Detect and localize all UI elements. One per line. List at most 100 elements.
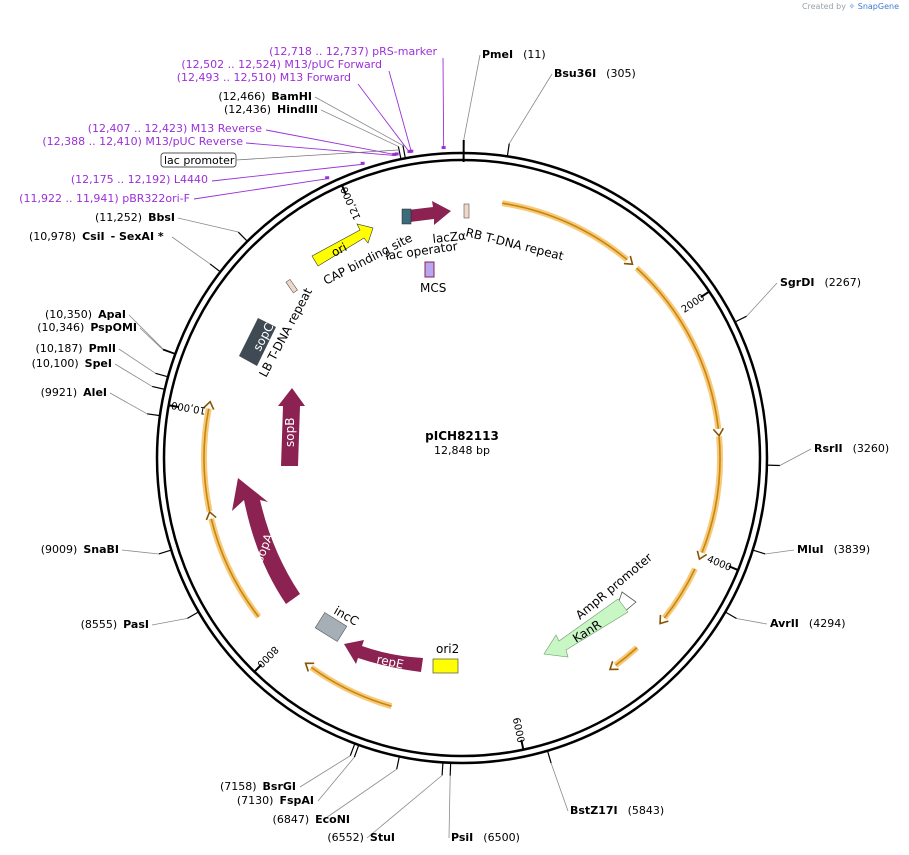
orf-arrowhead <box>623 255 634 266</box>
primer-leader <box>442 57 445 149</box>
feature-sopb-label: sopB <box>283 418 297 447</box>
scale-tick <box>253 663 263 673</box>
enzyme-label-bamhi: (12,466)BamHI <box>218 90 312 103</box>
primer-leader <box>357 83 411 153</box>
feature-repe-label: repE <box>375 652 405 671</box>
orf-arc <box>203 408 211 512</box>
primer-site-mark <box>325 176 330 180</box>
enzyme-label-csii: (10,978)CsiI- SexAI * <box>29 230 164 243</box>
scale-tick-label: 10,000 <box>170 399 206 416</box>
scale-tick-label: 2000 <box>680 292 707 315</box>
orf-arc-glow <box>309 664 393 710</box>
scale-tick-label: 4000 <box>705 554 733 574</box>
enzyme-leader <box>128 314 164 350</box>
orf-arc <box>502 202 628 261</box>
enzyme-cut-mark <box>158 549 172 555</box>
primer-label-m13-puc-reverse: (12,388 .. 12,410) M13/pUC Reverse <box>42 135 243 148</box>
primer-label-m13-puc-forward: (12,502 .. 12,524) M13/pUC Forward <box>181 58 382 71</box>
primer-label-m13-forward: (12,493 .. 12,510) M13 Forward <box>177 71 351 84</box>
enzyme-leader <box>508 73 553 144</box>
enzyme-leader <box>320 109 399 147</box>
enzyme-leader <box>463 54 481 141</box>
enzyme-label-apai: (10,350)ApaI <box>45 308 126 321</box>
primer-leader <box>193 178 328 200</box>
primer-site-mark <box>407 149 412 153</box>
feature-sopa-arrow <box>232 478 300 604</box>
enzyme-label-mlui: MluI(3839) <box>797 543 870 556</box>
orf-arrowhead <box>659 614 669 625</box>
enzyme-leader <box>322 768 397 821</box>
enzyme-leader <box>151 617 188 626</box>
feature-repe-arrow <box>344 640 423 672</box>
enzyme-label-snabi: (9009)SnaBI <box>41 543 119 556</box>
orf-arc-glow <box>662 567 698 620</box>
enzyme-label-avrii: AvrII(4294) <box>770 617 845 630</box>
orf-arc <box>310 666 392 707</box>
orf-arrowhead <box>608 661 619 671</box>
enzyme-label-bstz17i: BstZ17I(5843) <box>570 804 664 817</box>
orf-arrowhead <box>712 427 725 438</box>
enzyme-cut-mark <box>349 743 356 756</box>
credit-prefix: Created by <box>801 2 846 11</box>
enzyme-label-alei: (9921)AleI <box>41 386 107 399</box>
plasmid-size: 12,848 bp <box>434 444 490 457</box>
feature-kanr-arrow <box>543 598 629 658</box>
primer-site-mark <box>394 152 399 156</box>
enzyme-label-sgrdi: SgrDI(2267) <box>780 276 861 289</box>
enzyme-leader <box>448 775 451 839</box>
orf-arrowhead <box>696 550 708 561</box>
enzyme-cut-mark <box>237 231 248 242</box>
enzyme-cut-mark <box>353 744 360 758</box>
orf-arrowhead <box>205 510 217 521</box>
enzyme-cut-mark <box>441 762 444 776</box>
enzyme-label-fspai: (7130)FspAI <box>237 794 314 807</box>
primer-label-l4440: (12,175 .. 12,192) L4440 <box>71 173 208 186</box>
feature-lb-tdna-repeat-box <box>285 278 298 294</box>
feature-ori-label: ori <box>329 240 349 260</box>
enzyme-leader <box>779 448 812 466</box>
backbone-outer-circle <box>155 151 769 765</box>
enzyme-label-pmli: (10,187)PmlI <box>36 342 116 355</box>
orf-arrowhead <box>203 400 215 410</box>
enzyme-label-pasi: (8555)PasI <box>81 618 149 631</box>
primer-site-mark <box>360 161 365 165</box>
enzyme-cut-mark <box>187 611 199 619</box>
orf-arcs <box>201 200 725 710</box>
primer-label-m13-reverse: (12,407 .. 12,423) M13 Reverse <box>88 122 262 135</box>
scale-tick <box>700 290 710 298</box>
primer-leader-lines <box>193 57 446 200</box>
enzyme-leader <box>171 236 211 265</box>
enzyme-label-spei: (10,100)SpeI <box>32 357 112 370</box>
scale-tick <box>728 565 739 571</box>
enzyme-leader <box>736 618 768 625</box>
enzyme-leader <box>746 282 778 317</box>
enzyme-cut-mark <box>162 349 176 355</box>
enzyme-leader <box>114 363 153 387</box>
primer-leader <box>211 163 364 182</box>
lac-promoter-label: lac promoter <box>164 154 235 167</box>
enzyme-label-rsrii: RsrII(3260) <box>814 442 889 455</box>
scale-tick <box>341 184 347 195</box>
enzyme-leader <box>118 348 156 374</box>
primer-site-mark <box>441 146 446 150</box>
enzyme-label-psii: PsiI(6500) <box>451 831 520 844</box>
feature-rb-tdna-repeat-box <box>463 203 470 219</box>
backbone-inner-circle <box>162 158 762 758</box>
credit-brand: SnapGene <box>857 2 899 11</box>
scale-tick-label: 6000 <box>510 717 526 744</box>
orf-arrowhead <box>304 662 315 672</box>
enzyme-cut-mark <box>162 348 176 355</box>
primer-site-mark <box>392 152 397 156</box>
feature-ori-arrow <box>311 223 374 267</box>
scale-tick-label: 8000 <box>254 643 280 669</box>
primer-label-prs-marker: (12,718 .. 12,737) pRS-marker <box>269 45 437 58</box>
primer-leader <box>245 142 395 156</box>
enzyme-cut-mark <box>506 143 510 157</box>
feature-mcs-label: MCS <box>420 281 446 295</box>
lac-promoter-leader <box>235 149 399 161</box>
enzyme-leader-lines <box>109 54 812 839</box>
enzyme-leader <box>765 549 795 555</box>
enzyme-cut-mark <box>752 549 766 555</box>
enzyme-label-stui: (6552)StuI <box>327 831 395 844</box>
